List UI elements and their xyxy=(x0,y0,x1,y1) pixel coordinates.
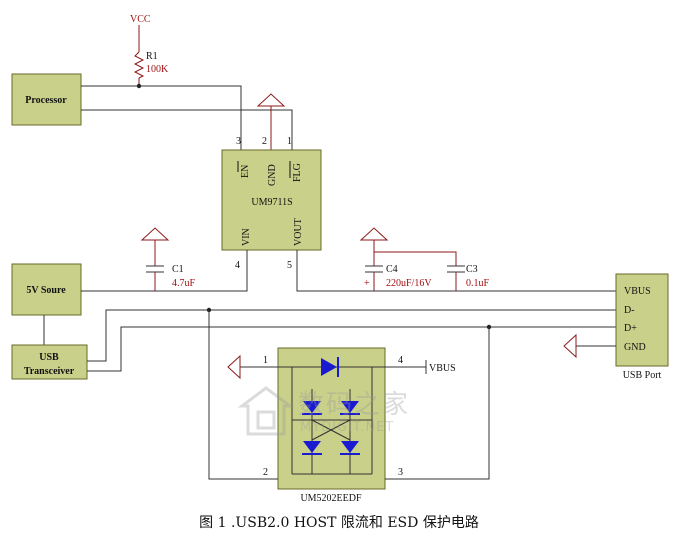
house-logo-icon xyxy=(237,386,295,436)
c3-value: 0.1uF xyxy=(466,278,490,289)
ic1-vout-pin-label: VOUT xyxy=(293,218,304,246)
usb-port-pin-dplus: D+ xyxy=(624,323,637,334)
transceiver-label-line1: USB xyxy=(39,352,59,363)
esd-vbus-label: VBUS xyxy=(429,363,456,374)
ic1-pin2-number: 2 xyxy=(262,136,267,147)
esd-diode-left-upper xyxy=(302,401,322,415)
c4-plus: + xyxy=(364,278,370,289)
esd-diode-right-upper xyxy=(340,401,360,415)
ic1-flg-pin-label: FLG xyxy=(289,161,303,182)
ic1-pin5-number: 5 xyxy=(287,260,292,271)
ic1-vin-pin-label: VIN xyxy=(241,228,252,246)
svg-text:FLG: FLG xyxy=(292,163,303,182)
ic1-pin4-number: 4 xyxy=(235,260,240,271)
c1-ground-symbol xyxy=(140,227,170,241)
esd-diode-right-lower xyxy=(340,441,360,455)
d-plus-line xyxy=(87,326,616,372)
processor-block xyxy=(11,73,82,126)
ic1-gnd-pin-label: GND xyxy=(267,164,278,186)
r1-value: 100K xyxy=(146,64,169,75)
watermark-en: MYDIGIT.NET xyxy=(300,420,395,435)
source-label: 5V Soure xyxy=(26,285,66,296)
usb-port-block xyxy=(615,273,669,367)
processor-label: Processor xyxy=(25,95,67,106)
esd-diode-left-lower xyxy=(302,441,322,455)
transceiver-block xyxy=(11,344,88,380)
vcc-label: VCC xyxy=(130,14,151,25)
c4-ref: C4 xyxy=(386,264,398,275)
esd-pin3-number: 3 xyxy=(398,467,403,478)
ic1-en-pin-label: EN xyxy=(237,161,251,178)
c1-ref: C1 xyxy=(172,264,184,275)
transceiver-label-line2: Transceiver xyxy=(24,366,75,377)
r1-ref: R1 xyxy=(146,51,158,62)
usb-port-ground-symbol xyxy=(563,333,577,359)
esd-ground-symbol xyxy=(227,354,241,380)
usb-port-pin-vbus: VBUS xyxy=(624,286,651,297)
esd-um5202eedf xyxy=(277,347,386,490)
ic1-pin1-number: 1 xyxy=(287,136,292,147)
c4-value: 220uF/16V xyxy=(386,278,432,289)
usb-port-label: USB Port xyxy=(623,370,662,381)
svg-text:EN: EN xyxy=(240,165,251,178)
resistor-r1 xyxy=(133,51,145,79)
ic1-pin3-number: 3 xyxy=(236,136,241,147)
esd-diode-top xyxy=(321,357,339,377)
d-minus-line xyxy=(87,309,616,362)
watermark-cn: 数码之家 xyxy=(298,390,411,420)
watermark: 数码之家 MYDIGIT.NET xyxy=(237,384,438,444)
figure-caption: 图 1 .USB2.0 HOST 限流和 ESD 保护电路 xyxy=(199,515,479,531)
esd-name: UM5202EEDF xyxy=(300,493,362,504)
c3-ref: C3 xyxy=(466,264,478,275)
usb-port-pin-dminus: D- xyxy=(624,305,635,316)
esd-pin4-number: 4 xyxy=(398,355,403,366)
esd-pin2-number: 2 xyxy=(263,467,268,478)
esd-pin1-number: 1 xyxy=(263,355,268,366)
ic1-name: UM9711S xyxy=(251,197,292,208)
c4-ground-symbol xyxy=(359,227,389,241)
c1-value: 4.7uF xyxy=(172,278,196,289)
source-block xyxy=(11,263,82,316)
usb-port-pin-gnd: GND xyxy=(624,342,646,353)
ground-symbol xyxy=(256,93,286,107)
